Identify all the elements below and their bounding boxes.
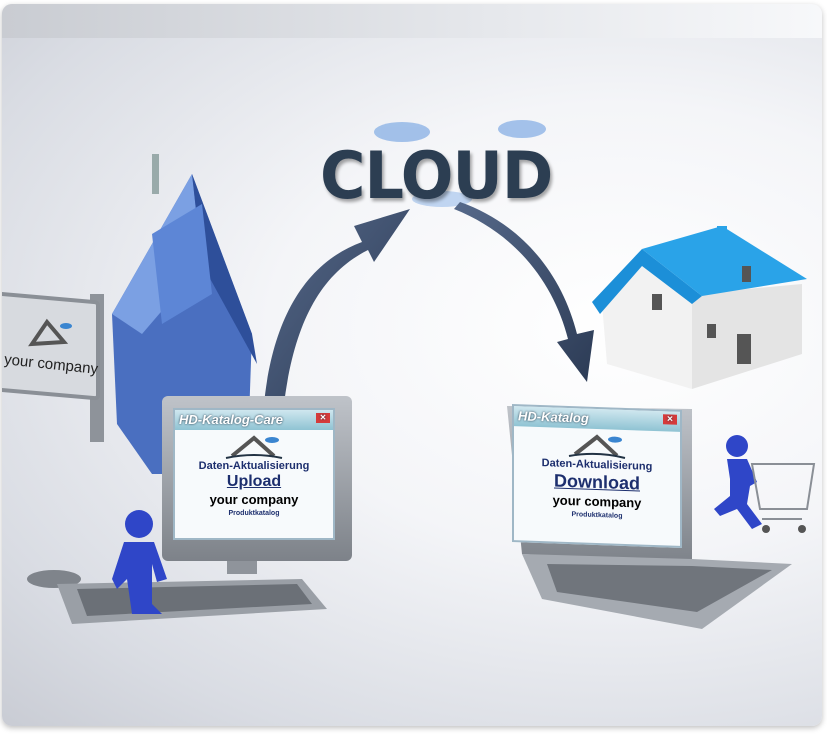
scene-graphics [2,120,816,629]
house-logo-icon [225,435,283,459]
download-screen: HD-Katalog ✕ Daten-Aktualisierung Downlo… [512,404,682,548]
download-arrow [454,202,594,382]
close-icon[interactable]: ✕ [316,413,330,423]
illustration-card: CLOUD your company HD-Katalog-Care ✕ Dat… [2,4,822,726]
download-window-titlebar: HD-Katalog ✕ [514,406,680,432]
top-bar [2,4,822,38]
upload-window-titlebar: HD-Katalog-Care ✕ [175,410,333,430]
white-house [592,226,807,389]
upload-arrow [264,209,410,404]
shopping-figure-with-cart [714,435,816,533]
upload-action: Upload [226,473,282,490]
house-logo-icon [568,434,626,459]
company-sign [2,291,104,442]
upload-company: your company [209,492,299,507]
window-title: HD-Katalog-Care [179,412,284,427]
window-title: HD-Katalog [518,408,589,426]
upload-screen: HD-Katalog-Care ✕ Daten-Aktualisierung U… [173,408,335,540]
blue-figure-uploader [112,510,167,614]
cloud-title: CLOUD [320,137,553,214]
cloud-puffs [374,120,546,207]
upload-product: Produktkatalog [228,510,280,517]
close-icon[interactable]: ✕ [663,414,677,425]
upload-line1: Daten-Aktualisierung [198,460,310,472]
